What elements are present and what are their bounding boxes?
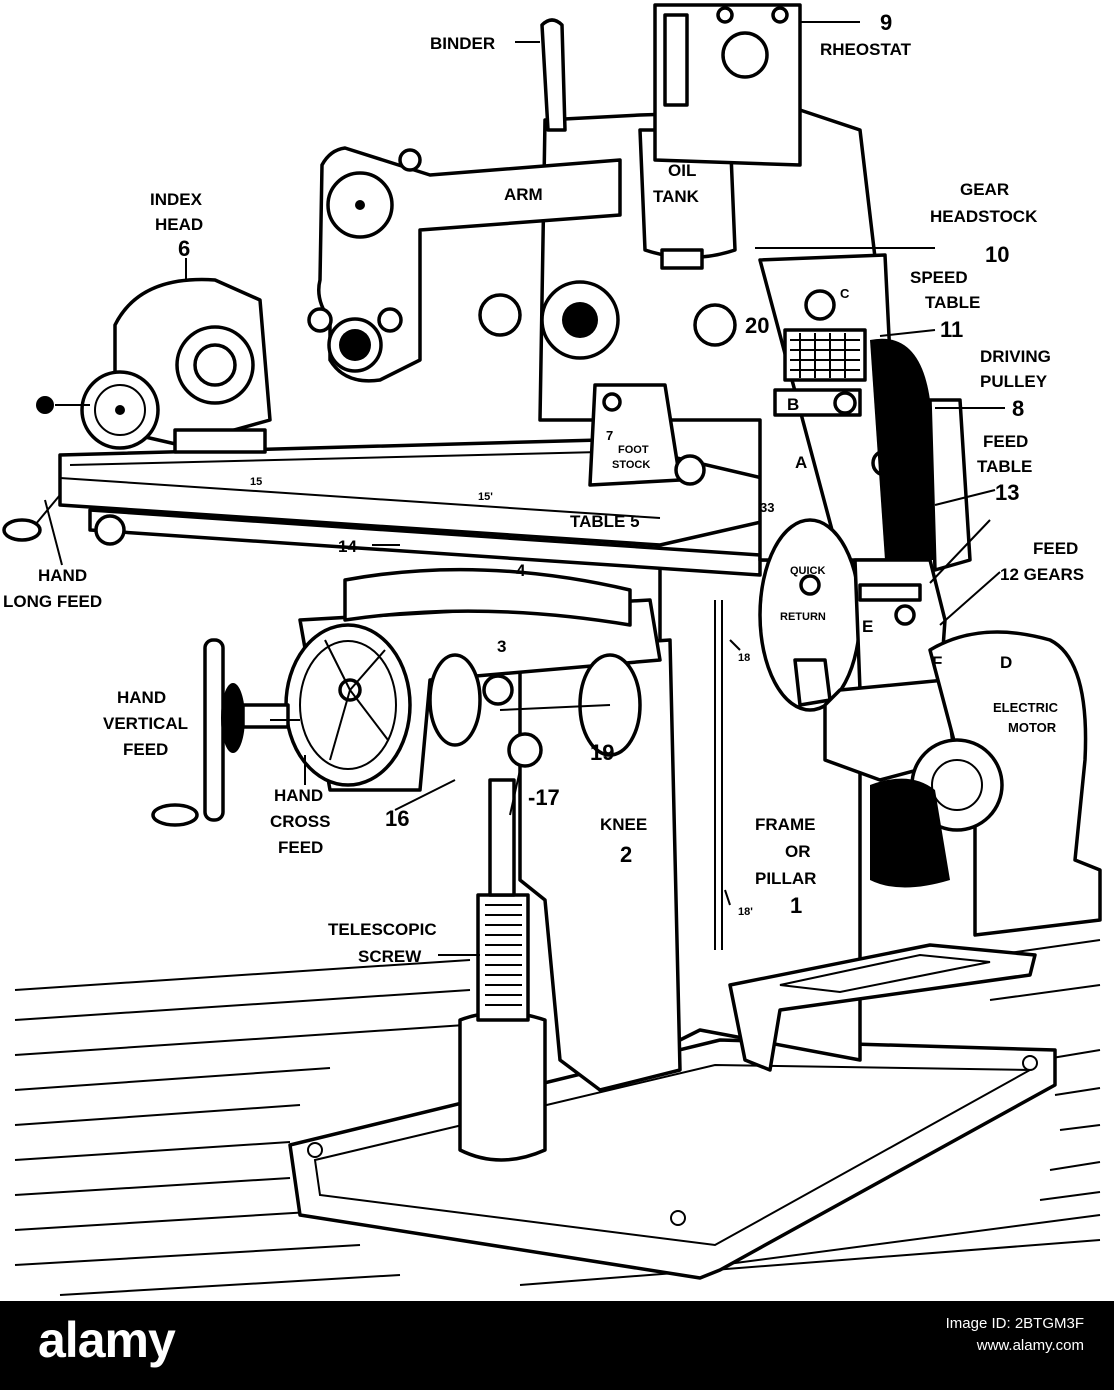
label-index: INDEX [150,190,203,209]
label-feed-gears-1: FEED [1033,539,1078,558]
label-18: 18 [738,652,750,664]
label-table-5: TABLE 5 [570,512,640,531]
label-a: A [795,453,807,472]
floor-planks [14,939,1101,1296]
label-frame: FRAME [755,815,815,834]
label-electric: ELECTRIC [993,700,1059,715]
driving-pulley [870,338,972,572]
label-stock: STOCK [612,459,650,471]
rheostat [653,3,802,167]
label-17: -17 [528,785,560,810]
label-hand-vertical-1: HAND [117,688,166,707]
label-4: 4 [516,561,526,580]
label-18-prime: 18' [738,906,753,918]
label-hand-cross-2: CROSS [270,812,330,831]
label-driving: DRIVING [980,347,1051,366]
foot-stock [588,383,706,487]
alamy-logo: alamy [38,1312,176,1368]
label-feed-table-2: TABLE [977,457,1032,476]
label-headstock: HEADSTOCK [930,207,1038,226]
hand-long-feed-crank [2,494,61,542]
label-f: F [932,653,942,672]
label-15: 15 [250,476,262,488]
label-7: 7 [606,428,613,443]
label-speed: SPEED [910,268,968,287]
label-gear: GEAR [960,180,1009,199]
label-pulley: PULLEY [980,372,1048,391]
label-9: 9 [880,10,892,35]
label-hand-vertical-2: VERTICAL [103,714,188,733]
label-hand-long-2: LONG FEED [3,592,102,611]
index-head [36,277,272,454]
knee-feed-levers [499,653,642,816]
label-telescopic: TELESCOPIC [328,920,437,939]
label-11: 11 [940,317,963,342]
label-19: 19 [590,740,614,765]
label-d: D [1000,653,1012,672]
label-arm: ARM [504,185,543,204]
label-motor: MOTOR [1008,720,1057,735]
label-rheostat: RHEOSTAT [820,40,912,59]
image-credit: Image ID: 2BTGM3F www.alamy.com [946,1313,1084,1357]
chip-tray [728,943,1037,1072]
hand-vertical-feed-crank [151,638,290,827]
label-10: 10 [985,242,1009,267]
machine-drawing: BINDER 9 RHEOSTAT OIL TANK ARM INDEX HEA… [2,3,1102,1296]
label-20: 20 [745,313,769,338]
label-13: 13 [995,480,1019,505]
label-head: HEAD [155,215,203,234]
label-foot: FOOT [618,444,649,456]
label-e: E [862,617,873,636]
telescopic-screw-column [458,778,547,1162]
label-8: 8 [1012,396,1024,421]
watermark-footer: alamy Image ID: 2BTGM3F www.alamy.com [0,1301,1114,1390]
label-15-prime: 15' [478,491,493,503]
label-oil: OIL [668,161,696,180]
electric-motor [870,630,1102,937]
overarm [307,146,622,383]
binder-lever [540,18,567,132]
spindle-housing [478,280,836,360]
label-14: 14 [338,537,357,556]
label-33: 33 [760,500,774,515]
label-b: B [787,395,799,414]
label-c: C [840,286,850,301]
hand-cross-feed-wheel [284,623,514,787]
label-or: OR [785,842,811,861]
label-speed-table: TABLE [925,293,980,312]
label-quick: QUICK [790,565,826,577]
label-feed-gears-2: 12 GEARS [1000,565,1084,584]
label-hand-cross-3: FEED [278,838,323,857]
leader-lines [44,21,1005,956]
label-feed-table-1: FEED [983,432,1028,451]
label-pillar: PILLAR [755,869,816,888]
callout-labels: BINDER 9 RHEOSTAT OIL TANK ARM INDEX HEA… [3,10,1084,966]
label-knee-2: 2 [620,842,632,867]
label-hand-long-1: HAND [38,566,87,585]
label-tank: TANK [653,187,700,206]
label-hand-cross-1: HAND [274,786,323,805]
site-url: www.alamy.com [976,1337,1084,1354]
machine-base [288,1038,1057,1280]
image-id: Image ID: 2BTGM3F [945,1315,1084,1332]
label-1: 1 [790,893,802,918]
label-16: 16 [385,806,409,831]
label-return: RETURN [780,611,826,623]
label-knee: KNEE [600,815,647,834]
label-3: 3 [497,637,506,656]
label-screw: SCREW [358,947,422,966]
label-binder: BINDER [430,34,495,53]
label-6: 6 [178,236,190,261]
label-hand-vertical-3: FEED [123,740,168,759]
